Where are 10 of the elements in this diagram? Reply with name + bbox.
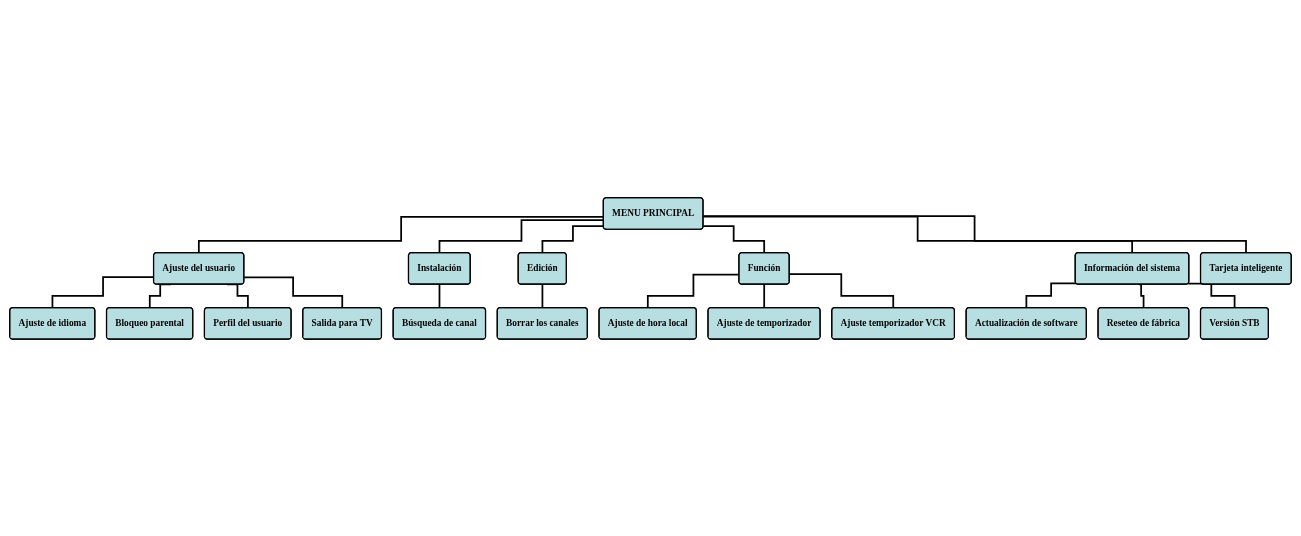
connector <box>438 283 441 309</box>
connector <box>1025 282 1077 309</box>
connector <box>702 215 1134 254</box>
connector <box>702 214 1248 254</box>
connector <box>763 283 766 309</box>
connector <box>1187 282 1236 309</box>
connector <box>541 283 544 309</box>
connector <box>702 224 766 254</box>
connector <box>1138 283 1145 309</box>
connector <box>243 276 344 309</box>
